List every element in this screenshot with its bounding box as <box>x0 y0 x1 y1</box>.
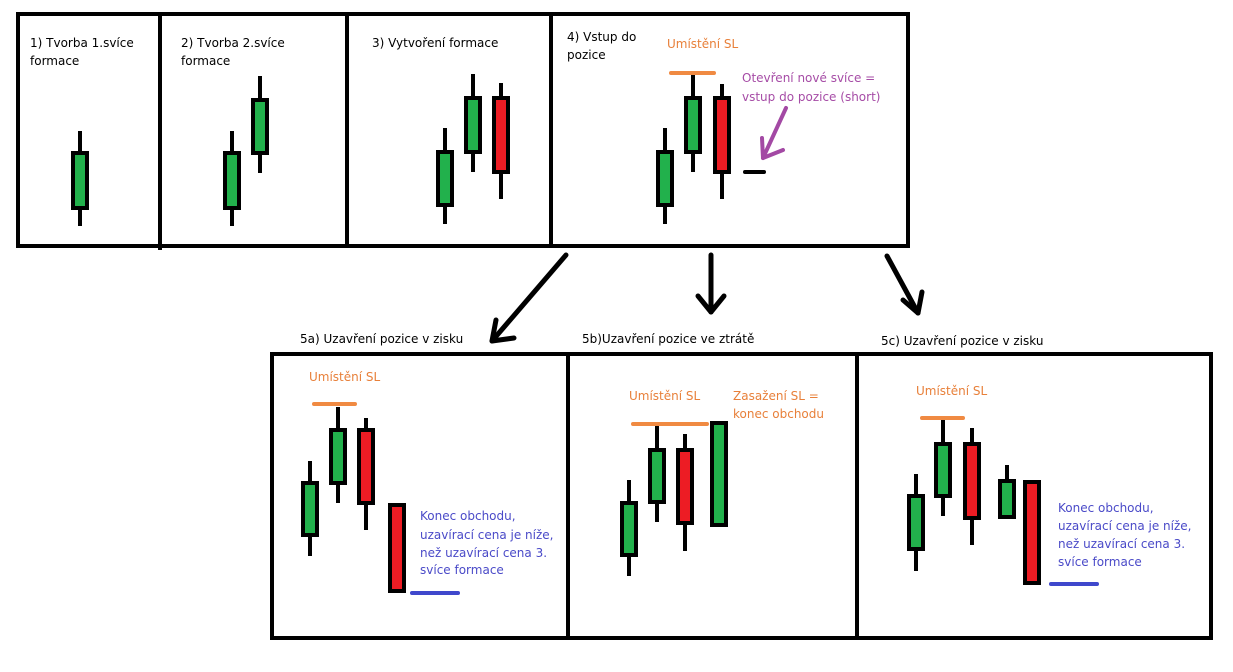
outcome-5b-title: 5b)Uzavření pozice ve ztrátě <box>582 332 754 346</box>
step-4-entry-note-line-1: Otevření nové svíce = <box>742 71 875 85</box>
arrow-to-5c-shaft <box>884 253 921 316</box>
step-4-entry-note-line-2: vstup do pozice (short) <box>742 90 880 104</box>
outcome-5c-candle-5-body <box>1023 480 1041 585</box>
arrow-to-5b-head <box>695 293 727 315</box>
outcome-5c-note-line-4: svíce formace <box>1058 555 1142 569</box>
outcome-5a-candle-2-body <box>329 428 347 485</box>
outcome-5c-candle-2-body <box>934 442 952 498</box>
outcome-5b-note-line-2: konec obchodu <box>733 407 824 421</box>
outcome-5a-candle-4-body <box>388 503 406 593</box>
arrow-to-5c-head <box>900 289 925 316</box>
outcome-5b-candle-2-body <box>648 448 666 504</box>
outcome-5c-title: 5c) Uzavření pozice v zisku <box>881 334 1043 348</box>
step-2-label-line-1: 2) Tvorba 2.svíce <box>181 36 285 50</box>
outcome-5b-candle-3-body <box>676 448 694 525</box>
outcome-5a-candle-1-body <box>301 481 319 537</box>
bottom-frames <box>270 352 1213 640</box>
top-frames <box>16 12 910 250</box>
outcome-5c-candle-1-body <box>907 494 925 551</box>
step-1-label-line-1: 1) Tvorba 1.svíce <box>30 36 134 50</box>
step-4-candle-1-body <box>656 150 674 207</box>
outcome-5c-candle-4-body <box>998 479 1016 519</box>
outcome-5b-candle-1-body <box>620 501 638 557</box>
outcome-5c-sl-label: Umístění SL <box>916 384 988 398</box>
step-3-candle-3-body <box>492 96 510 174</box>
step-2-candle-2-body <box>251 98 269 155</box>
outcome-5a-note-line-4: svíce formace <box>420 563 504 577</box>
candlestick-marks <box>71 71 1099 595</box>
step-4-candle-3-body <box>713 96 731 174</box>
outcome-5a-candle-3-body <box>357 428 375 505</box>
outcome-5c-note-line-2: uzavírací cena je níže, <box>1058 519 1191 533</box>
outcome-5b-sl-label: Umístění SL <box>629 389 701 403</box>
step-4-sl-label: Umístění SL <box>667 37 739 51</box>
outcome-5b-note-line-1: Zasažení SL = <box>733 389 819 403</box>
step-4-candle-2-body <box>684 96 702 154</box>
arrow-to-5a-head <box>489 317 517 344</box>
step-4-label-line-2: pozice <box>567 48 606 62</box>
step-3-label: 3) Vytvoření formace <box>372 36 498 50</box>
step-3-candle-1-body <box>436 150 454 207</box>
outcome-5a-sl-label: Umístění SL <box>309 370 381 384</box>
step-4-entry-arrow-shaft <box>761 106 788 160</box>
arrow-to-5a-shaft <box>489 252 569 344</box>
outcome-5a-title: 5a) Uzavření pozice v zisku <box>300 332 463 346</box>
step-1-candle-1-body <box>71 151 89 210</box>
step-2-candle-1-body <box>223 151 241 210</box>
step-4-label-line-1: 4) Vstup do <box>567 30 636 44</box>
top-outer-frame <box>16 12 910 248</box>
outcome-5c-candle-3-body <box>963 442 981 520</box>
outcome-5b-candle-4-body <box>710 421 728 527</box>
step-3-candle-2-body <box>464 96 482 154</box>
outcome-5c-note-line-3: než uzavírací cena 3. <box>1058 537 1185 551</box>
step-4-entry-arrow-head <box>760 136 785 160</box>
step-1-label-line-2: formace <box>30 54 79 68</box>
step-2-label-line-2: formace <box>181 54 230 68</box>
outcome-5a-note-line-3: než uzavírací cena 3. <box>420 546 547 560</box>
bottom-outer-frame <box>270 352 1213 640</box>
outcome-5c-note-line-1: Konec obchodu, <box>1058 501 1154 515</box>
outcome-5a-note-line-1: Konec obchodu, <box>420 509 516 523</box>
outcome-5a-note-line-2: uzavírací cena je níže, <box>420 528 553 542</box>
